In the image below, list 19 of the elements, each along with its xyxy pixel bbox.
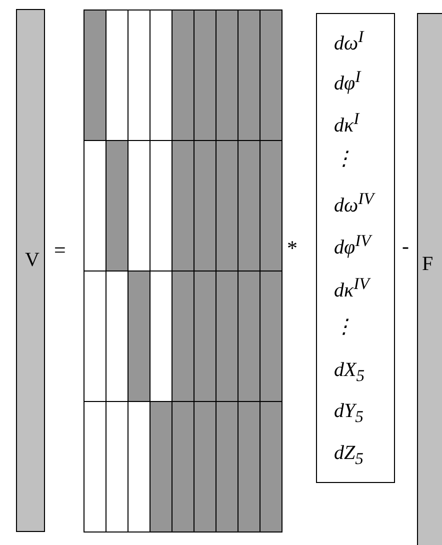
vector-label: F: [422, 254, 434, 274]
vector-bar: [16, 9, 45, 532]
vector-entry: dω$^{IV}$: [334, 191, 374, 216]
operator-symbol: *: [287, 238, 298, 259]
vector-entry: dκ$^{I}$: [334, 111, 360, 136]
vector-entry: dφ$^{IV}$: [334, 233, 371, 258]
vector-entry: dω$^{I}$: [334, 29, 364, 54]
vector-bar: [417, 13, 442, 545]
vector-entry: dκ$^{IV}$: [334, 276, 370, 301]
vector-entry: dZ$_{5}$: [334, 443, 364, 468]
vector-box: [316, 13, 395, 483]
vector-entry: ⋮: [334, 317, 354, 337]
vector-entry: ⋮: [334, 149, 354, 169]
vector-entry: dX$_{5}$: [334, 360, 365, 385]
operator-symbol: -: [402, 236, 409, 257]
vector-label: V: [25, 250, 40, 270]
operator-symbol: =: [54, 240, 66, 261]
vector-entry: dφ$^{I}$: [334, 69, 361, 94]
vector-entry: dY$_{5}$: [334, 401, 364, 426]
